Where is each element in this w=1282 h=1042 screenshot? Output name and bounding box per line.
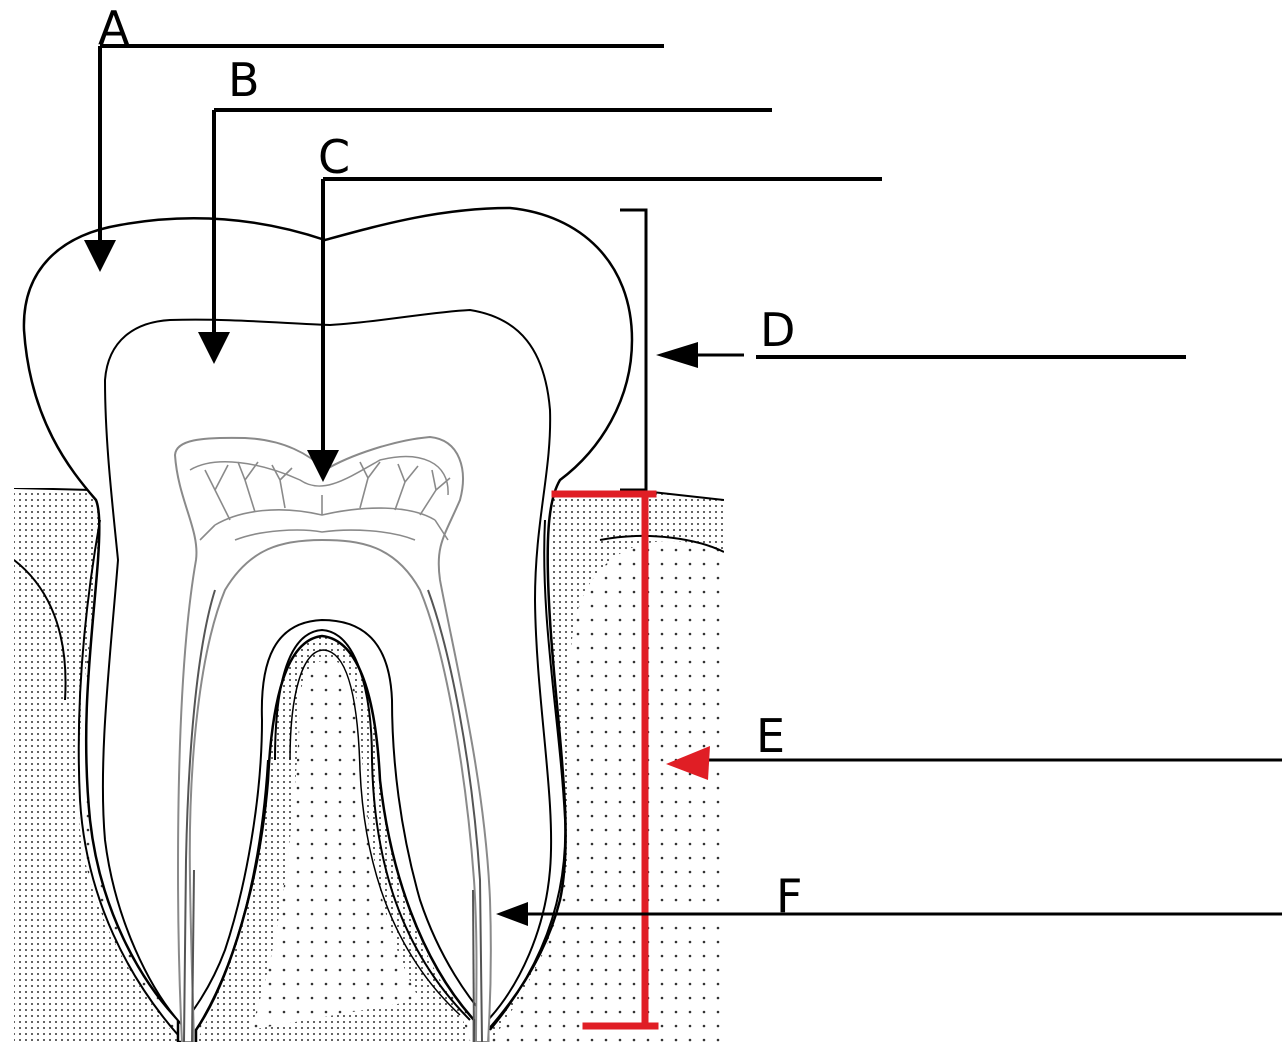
label-e: E xyxy=(756,709,785,763)
arrowhead-d xyxy=(656,342,698,368)
label-c: C xyxy=(318,130,350,184)
label-b: B xyxy=(228,53,260,107)
leader-d: D xyxy=(656,303,1186,368)
label-d: D xyxy=(760,303,795,357)
label-a: A xyxy=(98,1,130,55)
label-f: F xyxy=(776,869,802,923)
leader-e: E xyxy=(666,709,1282,780)
